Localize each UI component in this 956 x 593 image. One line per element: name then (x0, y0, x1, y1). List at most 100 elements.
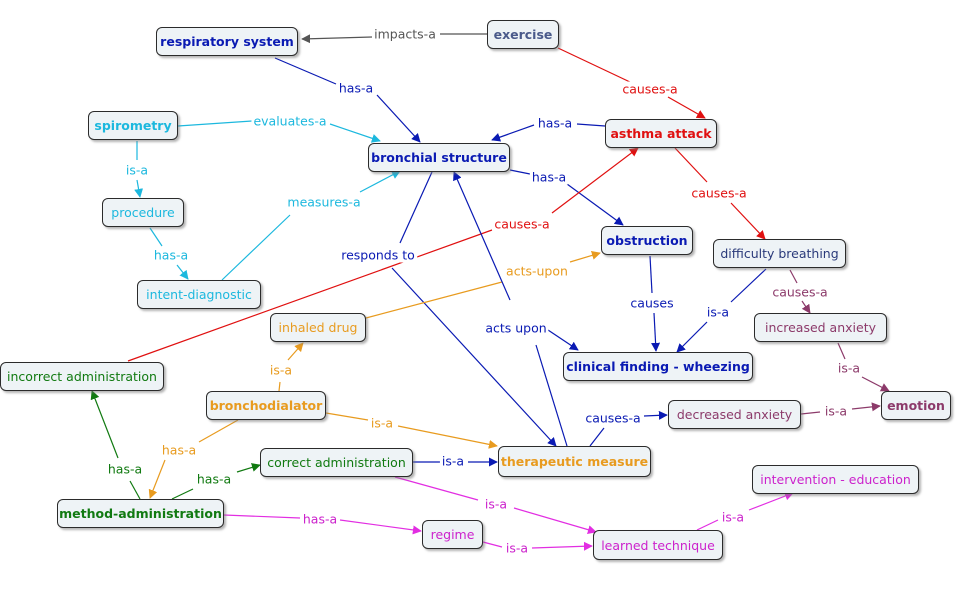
label-is-a-bronchodialator: is-a (368, 415, 396, 431)
label-is-a-correct-learned: is-a (482, 496, 510, 512)
node-difficulty-breathing[interactable]: difficulty breathing (713, 239, 846, 268)
label-is-a-learned: is-a (719, 509, 747, 525)
method-has-correct-line-1 (171, 488, 194, 500)
node-incorrect-administration[interactable]: incorrect administration (0, 362, 164, 391)
node-decreased-anxiety[interactable]: decreased anxiety (668, 400, 801, 429)
spirometry-is-a-line-2 (134, 179, 144, 198)
therapeutic-causes-line-2 (643, 410, 668, 420)
respiratory-has-line-1 (274, 57, 337, 85)
decreased-is-a-line-2 (851, 402, 881, 412)
label-is-a-correct: is-a (439, 453, 467, 469)
asthma-causes-line-2 (730, 202, 766, 240)
measures-line-2 (359, 170, 401, 193)
acts-upon-wheezing-line (547, 329, 579, 351)
label-is-a-decreased: is-a (822, 403, 850, 419)
impacts-a-line-2 (301, 34, 373, 44)
node-inhaled-drug[interactable]: inhaled drug (270, 313, 366, 342)
difficulty-is-a-line-1 (730, 268, 767, 303)
node-intent-diagnostic[interactable]: intent-diagnostic (137, 280, 261, 309)
difficulty-is-a-line-2 (676, 321, 708, 353)
label-is-a-inhaled: is-a (267, 362, 295, 378)
label-is-a-spirometry: is-a (123, 162, 151, 178)
respiratory-has-line-2 (376, 94, 421, 143)
procedure-has-line-2 (176, 264, 189, 280)
inhaled-acts-line-1 (365, 281, 503, 319)
node-bronchial-structure[interactable]: bronchial structure (368, 143, 510, 172)
node-obstruction[interactable]: obstruction (601, 226, 693, 255)
exercise-causes-line-1 (557, 47, 631, 83)
label-has-a-method-correct: has-a (194, 471, 234, 487)
label-responds-to: responds to (339, 247, 417, 263)
difficulty-causes-line-1 (789, 269, 798, 284)
node-bronchodialator[interactable]: bronchodialator (206, 391, 326, 420)
inhaled-acts-line-2 (569, 251, 601, 263)
label-causes-obstruction: causes (628, 295, 676, 311)
node-correct-administration[interactable]: correct administration (260, 448, 413, 477)
responds-line-1 (399, 171, 433, 244)
difficulty-causes-line-2 (801, 300, 811, 314)
correct-is-a-learned-line-1 (394, 476, 479, 501)
label-measures-a: measures-a (285, 194, 363, 210)
label-is-a-difficulty: is-a (704, 304, 732, 320)
node-regime[interactable]: regime (422, 520, 483, 549)
method-has-regime-line-1 (223, 514, 301, 519)
method-has-incorrect-line-2 (90, 390, 119, 459)
learned-is-a-line-2 (748, 491, 794, 511)
method-has-regime-line-2 (339, 519, 422, 535)
spirometry-evaluates-line-1 (177, 120, 253, 127)
node-procedure[interactable]: procedure (102, 198, 184, 227)
node-learned-technique[interactable]: learned technique (593, 530, 723, 560)
label-is-a-anxiety: is-a (835, 360, 863, 376)
bronchodialator-is-a-line-2 (397, 425, 498, 449)
spirometry-evaluates-line-2 (329, 123, 381, 143)
anxiety-is-a-line-2 (861, 376, 890, 392)
node-spirometry[interactable]: spirometry (88, 111, 178, 140)
asthma-causes-line-1 (674, 147, 708, 183)
method-has-incorrect-line-1 (129, 480, 141, 500)
label-has-a-asthma: has-a (535, 115, 575, 131)
inhaled-is-a-line-2 (287, 342, 304, 361)
therapeutic-causes-line-1 (589, 427, 605, 447)
node-respiratory-system[interactable]: respiratory system (156, 27, 298, 56)
node-method-administration[interactable]: method-administration (57, 499, 224, 528)
label-causes-a-incorrect: causes-a (492, 216, 552, 232)
label-acts-upon-inhaled: acts-upon (504, 263, 570, 279)
node-therapeutic-measure[interactable]: therapeutic measure (498, 446, 651, 477)
asthma-has-line-2 (491, 124, 535, 142)
bronchial-has-line-1 (509, 169, 531, 175)
label-is-a-regime: is-a (503, 540, 531, 556)
anxiety-is-a-line-1 (837, 342, 846, 360)
label-has-a-respiratory: has-a (336, 80, 376, 96)
label-has-a-procedure: has-a (151, 247, 191, 263)
obstruction-causes-line-2 (651, 312, 661, 352)
bronchodialator-has-line-1 (198, 419, 239, 443)
measures-line-1 (221, 214, 291, 281)
node-emotion[interactable]: emotion (881, 391, 951, 420)
learned-is-a-line-1 (696, 519, 719, 531)
label-acts-upon-therapeutic: acts upon (483, 320, 549, 336)
node-intervention-education[interactable]: intervention - education (752, 465, 919, 494)
node-asthma-attack[interactable]: asthma attack (605, 119, 717, 148)
decreased-is-a-line-1 (800, 411, 821, 415)
label-has-a-bronchodialator: has-a (159, 442, 199, 458)
bronchodialator-has-line-2 (148, 459, 166, 499)
correct-is-a-learned-line-2 (513, 507, 597, 535)
label-has-a-bronchial: has-a (529, 169, 569, 185)
exercise-causes-line-2 (667, 96, 706, 119)
label-has-a-method-regime: has-a (300, 511, 340, 527)
therapeutic-acts-line-2 (453, 171, 511, 301)
method-has-correct-line-2 (236, 463, 261, 473)
regime-is-a-line-2 (531, 541, 593, 551)
node-increased-anxiety[interactable]: increased anxiety (754, 313, 887, 342)
label-has-a-method-incorrect: has-a (105, 461, 145, 477)
asthma-has-line-1 (576, 123, 606, 127)
regime-is-a-line-1 (482, 541, 503, 548)
node-clinical-finding-wheezing[interactable]: clinical finding - wheezing (563, 352, 753, 381)
inhaled-is-a-line-1 (278, 381, 281, 392)
node-exercise[interactable]: exercise (487, 20, 559, 49)
label-causes-a-asthma: causes-a (689, 185, 749, 201)
label-causes-a-difficulty: causes-a (770, 284, 830, 300)
label-evaluates-a: evaluates-a (251, 113, 329, 129)
